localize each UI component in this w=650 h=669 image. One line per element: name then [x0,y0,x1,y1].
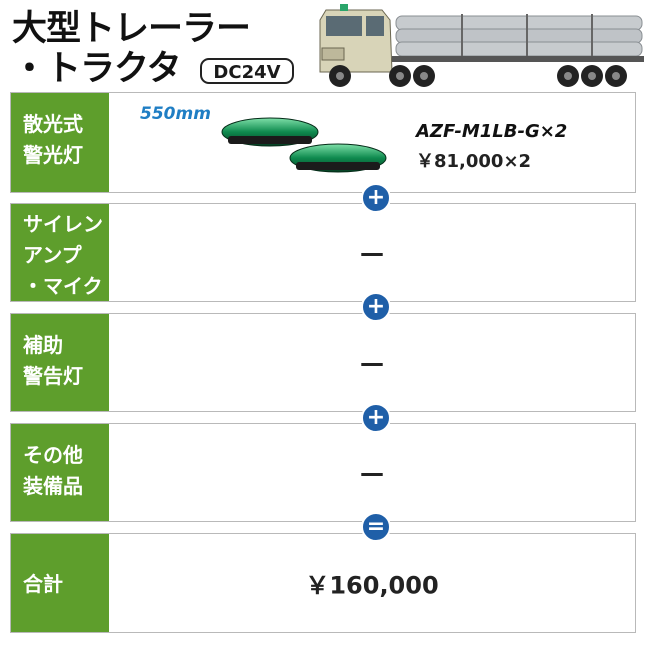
row-total: 合計 ￥160,000 [10,533,636,633]
row-value-auxiliary-light: — [360,348,384,377]
row-value-other-equipment: — [360,458,384,487]
row-label-warning-light: 散光式 警光灯 [11,93,109,192]
total-value: ￥160,000 [305,571,439,600]
row-siren-amp: サイレン アンプ ・マイク — [10,203,636,302]
page-title-line1: 大型トレーラー [12,9,251,49]
voltage-badge: DC24V [200,58,294,84]
row-auxiliary-light: 補助 警告灯 — [10,313,636,412]
plus-icon: + [361,292,391,322]
row-value-siren-amp: — [360,238,384,267]
row-label-siren-amp: サイレン アンプ ・マイク [11,204,109,301]
equals-icon: = [361,512,391,542]
page-title-line2: ・トラクタ [12,49,182,89]
plus-icon: + [361,403,391,433]
row-label-total: 合計 [11,534,109,632]
row-other-equipment: その他 装備品 — [10,423,636,522]
row-label-other-equipment: その他 装備品 [11,424,109,521]
green-lightbar-image [221,117,387,173]
size-note: 550mm [140,104,211,124]
plus-icon: + [361,183,391,213]
product-price: ￥81,000×2 [416,151,532,172]
row-label-auxiliary-light: 補助 警告灯 [11,314,109,411]
truck-illustration [319,4,644,87]
row-warning-light: 散光式 警光灯 [10,92,636,193]
product-model: AZF-M1LB-G×2 [416,121,568,142]
